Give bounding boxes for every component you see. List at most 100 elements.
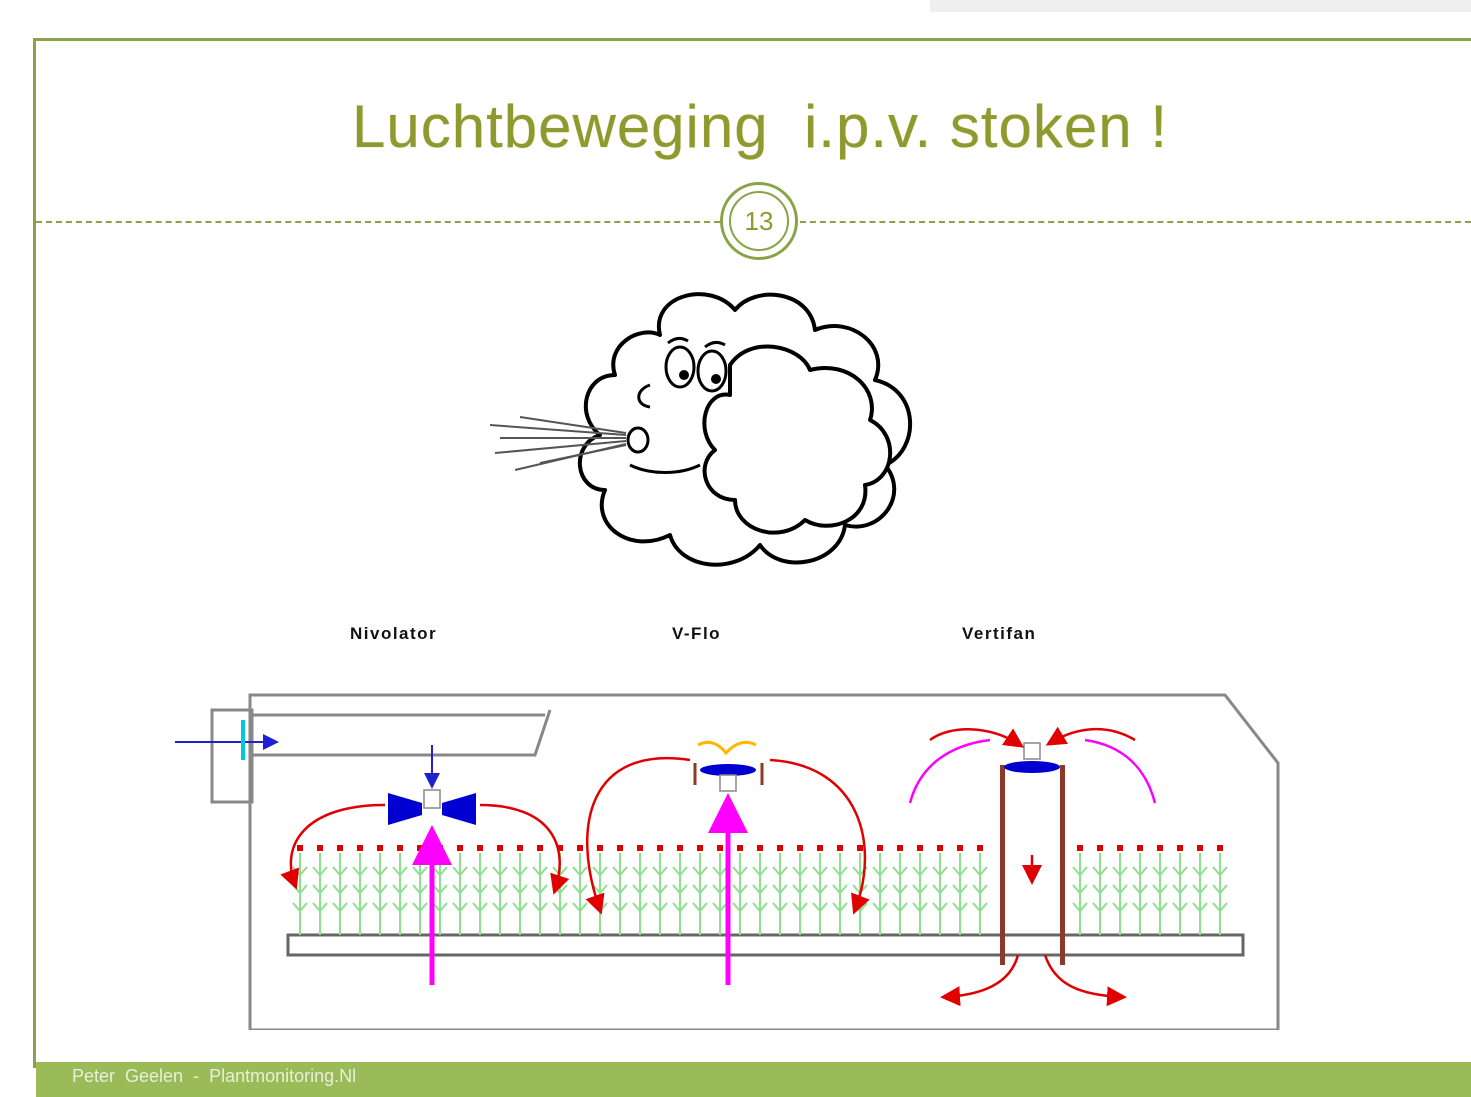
plant-leaf — [299, 884, 308, 894]
plant-leaf — [1112, 866, 1121, 876]
cloud-icon — [489, 292, 913, 567]
plant-leaf — [499, 902, 508, 912]
duct-inlet — [210, 708, 254, 804]
plant-leaf — [359, 884, 368, 894]
plant-leaf — [1199, 884, 1208, 894]
plant-leaf — [699, 866, 708, 876]
plant-leaf — [1072, 866, 1081, 876]
plant-leaf — [1152, 902, 1161, 912]
plant-leaf — [732, 866, 741, 876]
plant-flower — [417, 845, 423, 851]
plant-leaf — [319, 866, 328, 876]
plant-leaf — [319, 884, 328, 894]
plant-leaf — [1079, 884, 1088, 894]
plant-leaf — [499, 884, 508, 894]
plant-flower — [537, 845, 543, 851]
plant-leaf — [619, 866, 628, 876]
plant-leaf — [579, 866, 588, 876]
plant-leaf — [1179, 902, 1188, 912]
greenhouse-outline — [248, 693, 1280, 1032]
plant-leaf — [959, 866, 968, 876]
plant-leaf — [779, 866, 788, 876]
plant-leaf — [819, 866, 828, 876]
plant-leaf — [1092, 902, 1101, 912]
plant-leaf — [1112, 902, 1121, 912]
plant-leaf — [839, 884, 848, 894]
plant-leaf — [1132, 902, 1141, 912]
plant-leaf — [332, 902, 341, 912]
plant-flower — [1097, 845, 1103, 851]
plant-leaf — [1212, 884, 1221, 894]
plant-flower — [497, 845, 503, 851]
plant-leaf — [1179, 884, 1188, 894]
plant-leaf — [619, 884, 628, 894]
plant-leaf — [799, 884, 808, 894]
plant-flower — [1217, 845, 1223, 851]
plant-leaf — [572, 884, 581, 894]
plant-leaf — [879, 902, 888, 912]
plant-leaf — [612, 902, 621, 912]
plant-leaf — [832, 902, 841, 912]
plant-leaf — [639, 884, 648, 894]
plant-leaf — [379, 866, 388, 876]
footer-bar: Peter Geelen - Plantmonitoring.Nl — [36, 1062, 1471, 1097]
plant-leaf — [1072, 884, 1081, 894]
plant-leaf — [632, 902, 641, 912]
plant-leaf — [599, 866, 608, 876]
plant-leaf — [792, 902, 801, 912]
plant-leaf — [392, 866, 401, 876]
plant-flower — [557, 845, 563, 851]
plant-leaf — [979, 884, 988, 894]
nivolator-label: Nivolator — [350, 624, 438, 643]
plant-leaf — [1092, 866, 1101, 876]
plant-leaf — [832, 866, 841, 876]
plant-leaf — [679, 902, 688, 912]
plant-leaf — [1159, 902, 1168, 912]
plant-flower — [757, 845, 763, 851]
plant-leaf — [872, 902, 881, 912]
plant-leaf — [312, 902, 321, 912]
plant-leaf — [492, 884, 501, 894]
plant-flower — [977, 845, 983, 851]
plant-leaf — [332, 884, 341, 894]
plant-leaf — [792, 884, 801, 894]
plant-flower — [797, 845, 803, 851]
plant-flower — [397, 845, 403, 851]
plant-leaf — [559, 902, 568, 912]
plant-leaf — [879, 884, 888, 894]
plant-leaf — [812, 902, 821, 912]
plant-leaf — [772, 866, 781, 876]
plant-leaf — [1159, 884, 1168, 894]
plant-leaf — [339, 902, 348, 912]
plant-leaf — [759, 902, 768, 912]
vertifan-label: Vertifan — [962, 624, 1037, 643]
plant-leaf — [899, 902, 908, 912]
plant-leaf — [879, 866, 888, 876]
plant-leaf — [499, 866, 508, 876]
plant-leaf — [472, 884, 481, 894]
plant-leaf — [712, 866, 721, 876]
plant-leaf — [819, 902, 828, 912]
plant-leaf — [399, 866, 408, 876]
plant-leaf — [692, 902, 701, 912]
plant-leaf — [559, 866, 568, 876]
plant-leaf — [932, 866, 941, 876]
plant-leaf — [412, 866, 421, 876]
plant-leaf — [972, 866, 981, 876]
plant-leaf — [899, 866, 908, 876]
plant-leaf — [939, 902, 948, 912]
plant-leaf — [492, 902, 501, 912]
plant-leaf — [659, 902, 668, 912]
plant-leaf — [1172, 866, 1181, 876]
plant-leaf — [1219, 902, 1228, 912]
plant-leaf — [752, 866, 761, 876]
page-number-badge: 13 — [720, 182, 798, 260]
plant-leaf — [759, 866, 768, 876]
plant-flower — [1197, 845, 1203, 851]
slide-title: Luchtbeweging i.p.v. stoken ! — [351, 93, 1169, 160]
plant-leaf — [519, 884, 528, 894]
plant-leaf — [512, 902, 521, 912]
plant-leaf — [399, 902, 408, 912]
plant-leaf — [632, 884, 641, 894]
plant-flower — [857, 845, 863, 851]
